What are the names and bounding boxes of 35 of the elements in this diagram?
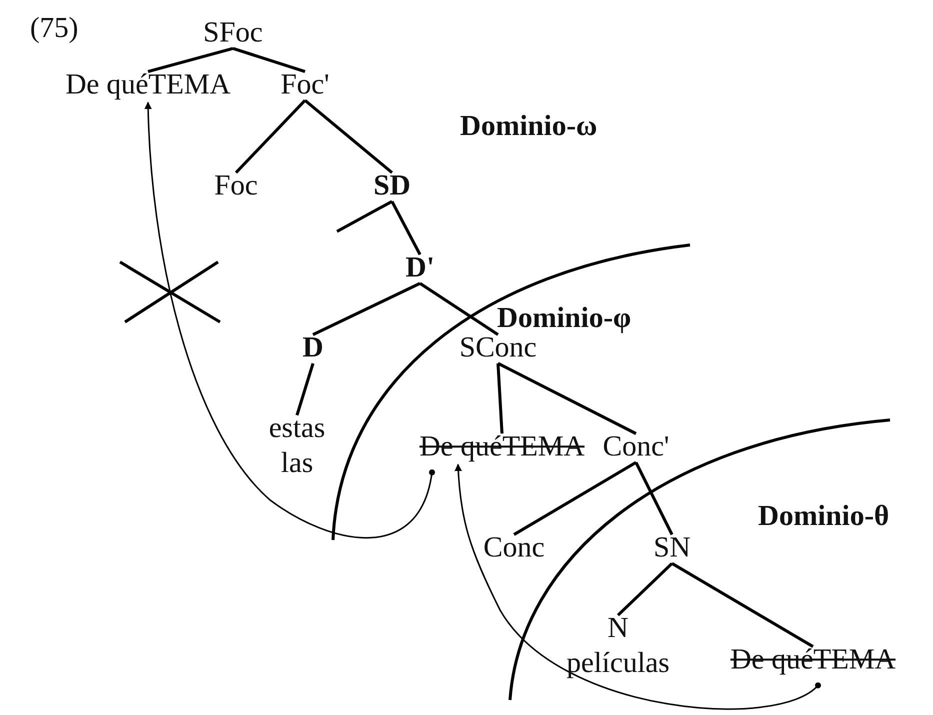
branch-line — [312, 282, 421, 336]
branch-line — [390, 200, 422, 256]
movement-arrow — [144, 102, 435, 539]
branch-line — [234, 99, 306, 174]
branch-line — [148, 46, 234, 74]
branch-line — [496, 363, 504, 434]
tree-node-label: D — [302, 330, 324, 366]
branch-line — [634, 462, 674, 536]
tree-node-label: N — [606, 611, 630, 646]
tree-node-label: Conc' — [602, 430, 670, 464]
branch-line — [232, 46, 306, 74]
word-label: películas — [566, 646, 670, 681]
domain-label: Dominio-ω — [460, 110, 598, 143]
tree-node-label: D' — [406, 250, 434, 286]
tree-node-label: SD — [373, 168, 411, 204]
domain-label: Dominio-θ — [758, 500, 890, 533]
example-number: (75) — [30, 12, 78, 45]
tree-node-label: De quéTEMA — [65, 68, 231, 102]
branch-line — [497, 362, 637, 435]
branch-line — [616, 562, 674, 616]
tree-node-label: SN — [653, 530, 691, 566]
branch-line — [419, 282, 499, 336]
movement-arrow — [454, 464, 821, 710]
branch-line — [513, 461, 637, 536]
branch-line — [671, 562, 814, 648]
tree-node-label: De quéTEMA — [730, 642, 896, 678]
branch-line — [304, 99, 393, 174]
tree-node-label: SFoc — [203, 16, 263, 50]
branch-line — [336, 200, 393, 233]
tree-node-label: De quéTEMA — [419, 430, 585, 464]
tree-node-label: Foc' — [280, 68, 330, 102]
tree-node-label: Conc — [483, 530, 545, 566]
tree-node-label: Foc — [214, 168, 258, 204]
tree-node-label: estas las — [262, 411, 332, 481]
branch-line — [296, 362, 314, 416]
